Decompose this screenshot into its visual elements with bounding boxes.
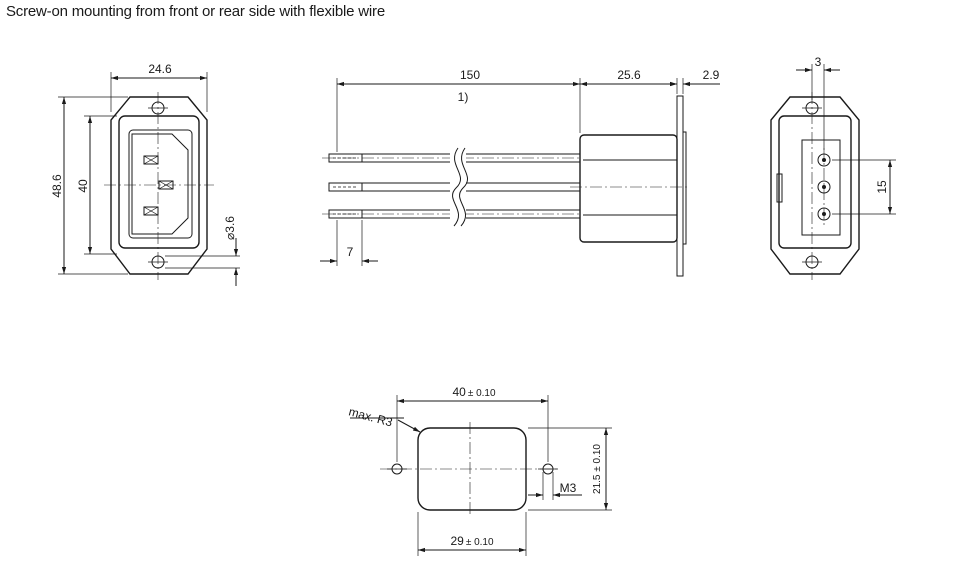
rear-view: 3 15 [770,55,896,280]
front-view: 24.6 48.6 40 ⌀3.6 [50,62,240,286]
wire-length-label: 150 [460,68,480,82]
hole-diameter-label: ⌀3.6 [223,216,237,240]
side-view: 150 1) 25.6 2.9 7 [320,68,720,277]
front-flange-outline [110,96,208,275]
pin-offset-label: 3 [815,55,822,69]
pin-top [143,155,159,165]
hole-spacing-label: 40± 0.10 [452,385,496,399]
cutout-height-label: 21.5 ± 0.10 [592,444,603,494]
drawing-title: Screw-on mounting from front or rear sid… [6,3,385,20]
front-height-total-label: 48.6 [50,174,64,198]
rear-flange-outline [770,96,860,275]
front-width-label: 24.6 [148,62,172,76]
pin-spacing-label: 15 [875,180,889,194]
wire-top [322,153,580,163]
side-body [579,134,678,243]
side-flange [676,95,684,277]
rear-pin-block [801,139,841,236]
front-socket-opening [131,133,189,235]
wire-note-label: 1) [458,90,469,104]
strip-length-label: 7 [347,245,354,259]
flange-thickness-label: 2.9 [703,68,720,82]
rear-body [778,115,852,249]
pin-bottom [143,206,159,216]
thread-label: M3 [560,481,577,495]
body-depth-label: 25.6 [617,68,641,82]
wire-break-mark [450,147,469,227]
wire-middle [328,182,580,192]
panel-cutout: max. R3 40± 0.10 29± 0.10 21.5 ± 0.10 M3 [347,385,612,556]
corner-radius-label: max. R3 [347,404,394,429]
cutout-width-label: 29± 0.10 [450,534,494,548]
front-socket-body [118,115,200,249]
front-height-inner-label: 40 [76,179,90,193]
